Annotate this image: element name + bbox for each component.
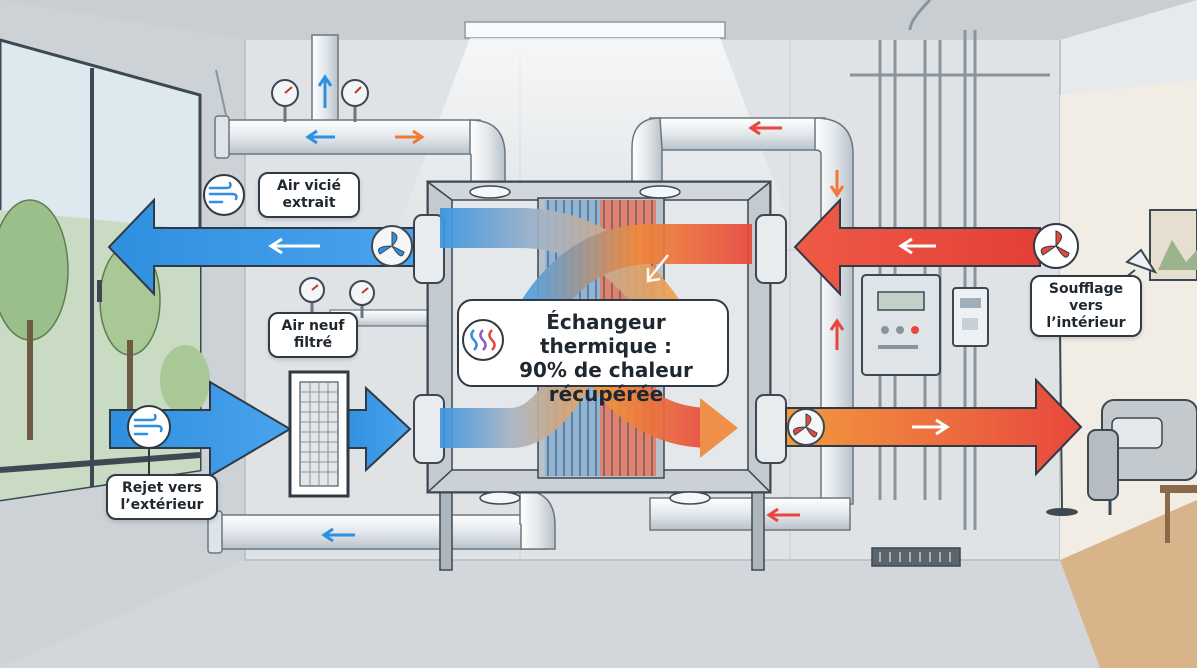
heat-waves-icon <box>462 319 504 361</box>
label-soufflage: Soufflage vers l’intérieur <box>1030 275 1142 338</box>
gauge-icon <box>341 79 369 122</box>
label-echangeur-line1: Échangeur thermique : <box>539 310 672 358</box>
thermostat-icon <box>952 287 989 347</box>
label-air-neuf: Air neuf filtré <box>268 312 358 358</box>
gauge-icon <box>349 280 375 318</box>
gauge-icon <box>299 277 325 318</box>
tree <box>0 199 210 440</box>
fan-icon <box>371 225 413 267</box>
label-rejet-line2: l’extérieur <box>120 496 204 513</box>
label-air-neuf-line2: filtré <box>293 334 333 351</box>
wind-icon <box>203 174 245 216</box>
label-echangeur-line2: 90% de chaleur <box>519 358 693 382</box>
fresh-air-inlet-arrow <box>109 370 412 498</box>
echangeur-callout-box <box>457 299 729 387</box>
label-soufflage-line2: vers <box>1069 297 1103 314</box>
floor-vent <box>871 547 961 567</box>
wind-icon <box>127 405 171 449</box>
label-air-vicie: Air vicié extrait <box>258 172 360 218</box>
label-air-neuf-line1: Air neuf <box>281 318 345 334</box>
return-pipe-bottom <box>207 489 556 554</box>
label-echangeur: Échangeur thermique : 90% de chaleur réc… <box>460 302 714 414</box>
label-rejet: Rejet vers l’extérieur <box>106 474 218 520</box>
label-echangeur-line3: récupérée <box>548 382 664 406</box>
gauge-icon <box>271 79 299 122</box>
stale-air-intake-arrow <box>793 197 1041 297</box>
supply-air-arrow <box>785 377 1083 477</box>
living-room <box>1046 80 1197 668</box>
label-air-vicie-line1: Air vicié <box>277 178 341 194</box>
filter-icon <box>288 370 350 498</box>
exhaust-outlet-arrow <box>107 197 415 297</box>
label-soufflage-line3: l’intérieur <box>1046 314 1126 331</box>
fan-icon <box>787 408 825 446</box>
label-rejet-line1: Rejet vers <box>122 480 202 496</box>
label-soufflage-line1: Soufflage <box>1048 281 1124 297</box>
control-panel-icon <box>861 274 941 376</box>
exhaust-pipe-top <box>214 34 506 196</box>
label-air-vicie-line2: extrait <box>282 194 336 211</box>
armchair <box>1087 399 1197 515</box>
fan-icon <box>1033 223 1079 269</box>
